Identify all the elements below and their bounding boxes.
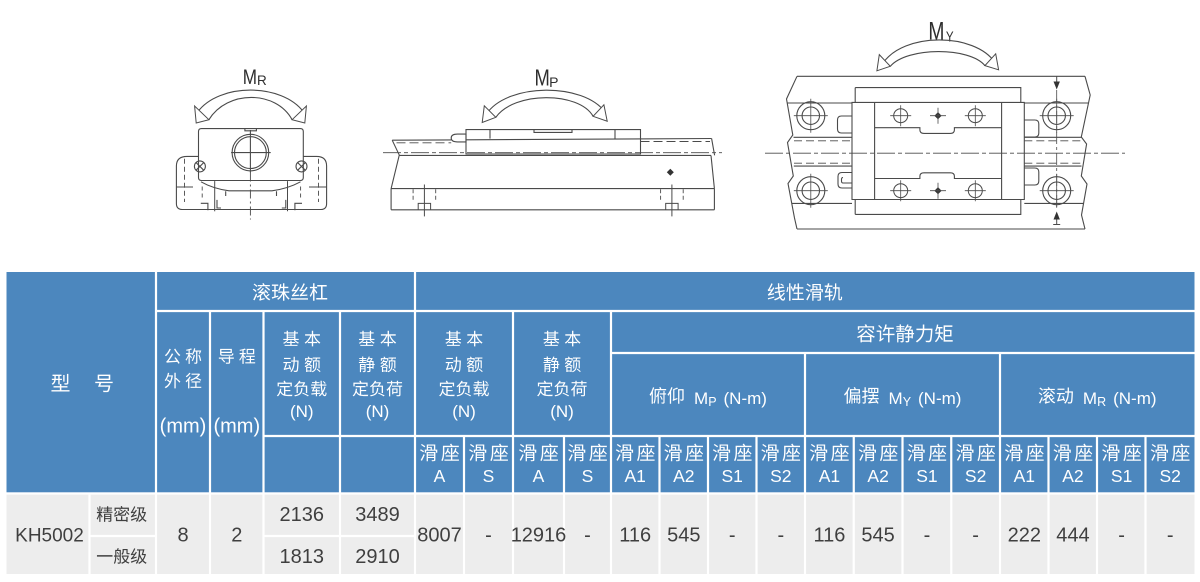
svg-text:8007: 8007 xyxy=(417,525,462,547)
svg-text:8: 8 xyxy=(177,525,188,547)
svg-text:2136: 2136 xyxy=(280,504,325,526)
svg-text:A: A xyxy=(533,466,545,486)
svg-text:2: 2 xyxy=(231,525,242,547)
svg-text:M: M xyxy=(535,66,550,91)
svg-text:-: - xyxy=(584,525,591,547)
svg-text:-: - xyxy=(1167,525,1174,547)
svg-text:S2: S2 xyxy=(1159,466,1180,486)
svg-text:A: A xyxy=(434,466,446,486)
svg-text:A2: A2 xyxy=(1062,466,1083,486)
svg-text:(N-m): (N-m) xyxy=(918,389,961,408)
svg-text:(mm): (mm) xyxy=(160,416,207,438)
svg-text:A1: A1 xyxy=(819,466,840,486)
svg-text:545: 545 xyxy=(667,525,700,547)
svg-text:1813: 1813 xyxy=(280,546,325,568)
svg-text:(N-m): (N-m) xyxy=(1113,389,1156,408)
svg-text:116: 116 xyxy=(619,525,651,547)
svg-text:A2: A2 xyxy=(673,466,694,486)
svg-text:(N): (N) xyxy=(452,402,476,421)
svg-text:116: 116 xyxy=(813,525,845,547)
svg-text:M: M xyxy=(928,17,944,45)
svg-text:M: M xyxy=(1083,389,1097,408)
svg-text:-: - xyxy=(729,525,736,547)
svg-text:3489: 3489 xyxy=(355,504,400,526)
svg-text:2910: 2910 xyxy=(355,546,400,568)
svg-text:Y: Y xyxy=(903,395,912,409)
svg-text:(N): (N) xyxy=(290,402,314,421)
svg-text:S1: S1 xyxy=(1111,466,1132,486)
svg-text:M: M xyxy=(889,389,903,408)
svg-text:S: S xyxy=(483,466,495,486)
svg-text:M: M xyxy=(243,65,257,89)
svg-text:S2: S2 xyxy=(965,466,986,486)
svg-text:S1: S1 xyxy=(916,466,937,486)
svg-text:S1: S1 xyxy=(721,466,742,486)
svg-text:-: - xyxy=(777,525,784,547)
svg-text:444: 444 xyxy=(1056,525,1089,547)
svg-text:S2: S2 xyxy=(770,466,791,486)
svg-text:(mm): (mm) xyxy=(213,416,260,438)
svg-text:R: R xyxy=(257,73,267,88)
svg-text:R: R xyxy=(1097,395,1106,409)
svg-text:545: 545 xyxy=(861,525,894,547)
svg-text:A1: A1 xyxy=(1014,466,1035,486)
svg-text:S: S xyxy=(582,466,594,486)
svg-text:Y: Y xyxy=(946,28,954,45)
svg-text:A1: A1 xyxy=(624,466,645,486)
svg-text:-: - xyxy=(972,525,979,547)
svg-text:(N): (N) xyxy=(550,402,574,421)
svg-text:P: P xyxy=(549,74,558,90)
svg-text:-: - xyxy=(1118,525,1125,547)
svg-text:P: P xyxy=(708,395,716,409)
svg-text:-: - xyxy=(924,525,931,547)
svg-text:-: - xyxy=(485,525,492,547)
svg-text:(N): (N) xyxy=(366,402,390,421)
svg-text:M: M xyxy=(694,389,708,408)
svg-text:(N-m): (N-m) xyxy=(724,389,767,408)
svg-text:222: 222 xyxy=(1008,525,1041,547)
svg-text:A2: A2 xyxy=(867,466,888,486)
svg-text:KH5002: KH5002 xyxy=(15,525,84,546)
svg-text:12916: 12916 xyxy=(511,525,567,547)
